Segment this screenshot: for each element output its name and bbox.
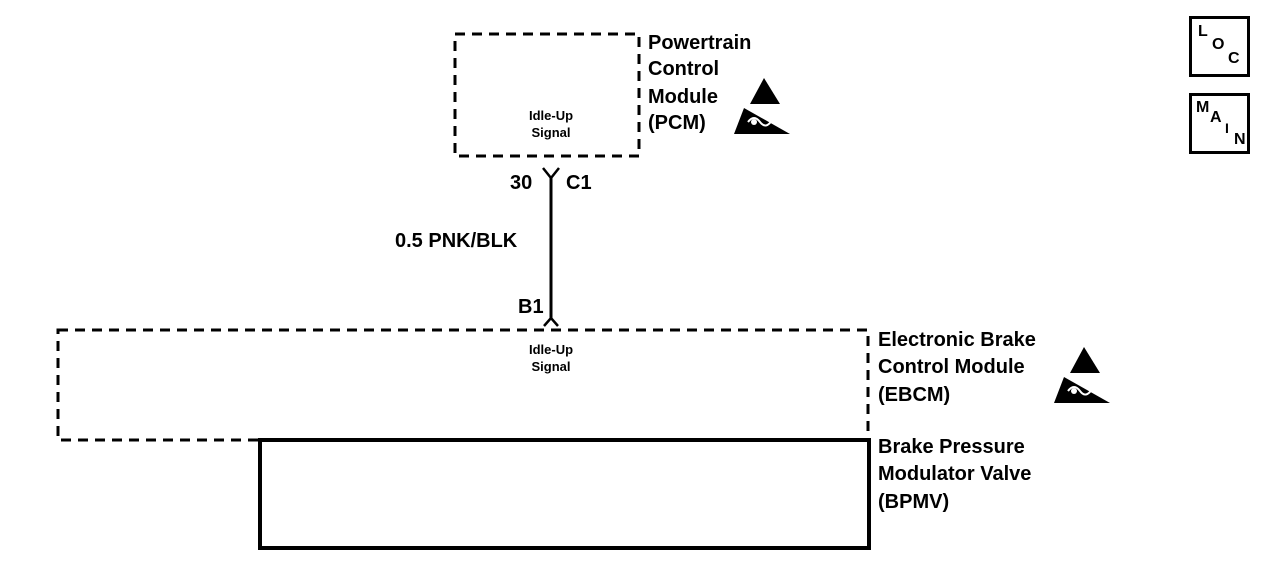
- ebcm-name-line2: Control Module: [878, 356, 1025, 378]
- ebcm-terminal: B1: [518, 296, 544, 318]
- main-letter-a: A: [1210, 109, 1222, 126]
- pcm-pin-number: 30: [510, 172, 533, 194]
- pcm-pin-label-line2: Signal: [531, 125, 571, 140]
- pcm-name-line3: Module: [648, 86, 718, 108]
- pcm-name-line4: (PCM): [648, 112, 706, 134]
- ebcm-pin-label-line1: Idle-Up: [528, 342, 574, 357]
- ebcm-connector-symbol: [543, 316, 559, 327]
- ebcm-name-line3: (EBCM): [878, 384, 951, 406]
- pcm-name-line1: Powertrain: [648, 32, 752, 54]
- loc-letter-l: L: [1198, 23, 1208, 40]
- loc-button[interactable]: L O C: [1189, 16, 1250, 77]
- pcm-outline: [453, 32, 641, 158]
- bpmv-name-line2: Modulator Valve: [878, 463, 1032, 485]
- main-letter-i: I: [1225, 120, 1229, 136]
- main-letter-n: N: [1234, 131, 1246, 148]
- ebcm-outline: [56, 328, 870, 442]
- esd-warning-icon: [734, 78, 790, 134]
- ebcm-name-line1: Electronic Brake: [878, 329, 1036, 351]
- pcm-pin-label-line1: Idle-Up: [528, 108, 574, 123]
- ebcm-pin-label-line2: Signal: [531, 359, 571, 374]
- main-button[interactable]: M A I N: [1189, 93, 1250, 154]
- pcm-name-line2: Control: [648, 58, 720, 80]
- bpmv-name-line3: (BPMV): [878, 491, 950, 513]
- pcm-connector-id: C1: [566, 172, 592, 194]
- loc-letter-c: C: [1228, 50, 1240, 67]
- wire-label: 0.5 PNK/BLK: [395, 230, 518, 252]
- bpmv-outline: [258, 438, 871, 550]
- loc-letter-o: O: [1212, 36, 1225, 53]
- bpmv-name-line1: Brake Pressure: [878, 436, 1025, 458]
- main-letter-m: M: [1196, 99, 1210, 116]
- esd-warning-icon: [1054, 347, 1110, 403]
